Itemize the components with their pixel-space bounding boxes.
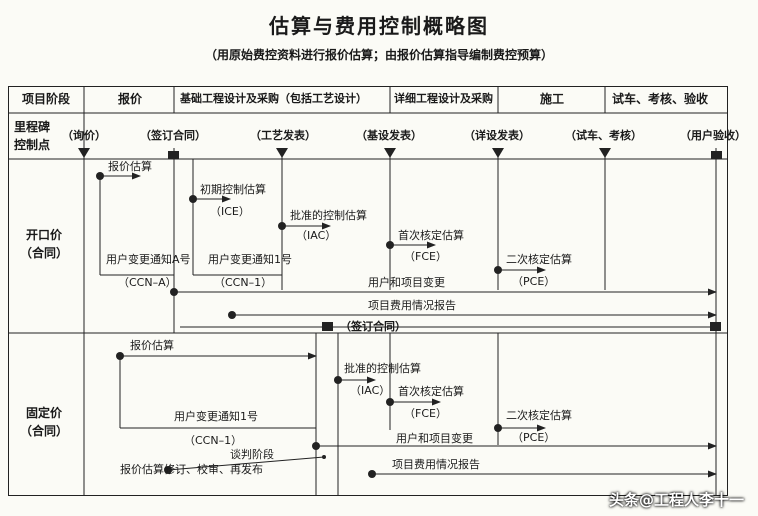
open-initial-estimate: 初期控制估算 (200, 183, 266, 196)
open-approved-estimate: 批准的控制估算 (290, 209, 367, 222)
fixed-second-verified: 二次核定估算 (506, 409, 572, 422)
open-price-label-line1: 开口价 (25, 228, 62, 242)
fixed-price-label: 固定价 （合同） (14, 404, 74, 440)
diagram-subtitle: （用原始费控资料进行报价估算；由报价估算指导编制费控预算） (204, 48, 553, 62)
phase-detail-design: 详细工程设计及采购 (394, 92, 493, 105)
watermark: 头条@工程人李十一 (608, 491, 744, 509)
fixed-bid-estimate: 报价估算 (130, 339, 174, 352)
open-pce: （PCE） (512, 275, 556, 288)
fixed-fce: （FCE） (404, 407, 447, 420)
fixed-first-verified: 首次核定估算 (398, 385, 464, 398)
phase-construction: 施工 (540, 92, 565, 106)
diagram-title: 估算与费用控制概略图 (269, 14, 489, 38)
fixed-price-label-line2: （合同） (19, 424, 68, 438)
open-ccn-a-notice: 用户变更通知A号 (106, 253, 191, 266)
diagram-frame (8, 86, 728, 496)
open-ccn-a: （CCN–A） (118, 276, 177, 289)
fixed-ccn-1: （CCN–1） (184, 434, 243, 447)
open-ice: （ICE） (210, 205, 250, 218)
fixed-user-project-change: 用户和项目变更 (396, 432, 473, 445)
phase-basic-design: 基础工程设计及采购（包括工艺设计） (180, 92, 367, 105)
open-iac: （IAC） (296, 229, 337, 242)
phase-header-label: 项目阶段 (22, 92, 71, 106)
milestone-inquiry: （询价） (62, 129, 106, 142)
open-first-verified: 首次核定估算 (398, 229, 464, 242)
open-ccn-1: （CCN–1） (214, 276, 273, 289)
open-second-verified: 二次核定估算 (506, 253, 572, 266)
open-price-label-line2: （合同） (19, 246, 68, 260)
open-fce: （FCE） (404, 250, 447, 263)
open-price-label: 开口价 （合同） (14, 226, 74, 262)
milestone-basic-release: （基设发表） (356, 129, 422, 142)
fixed-cost-report: 项目费用情况报告 (392, 458, 480, 471)
phase-commissioning: 试车、考核、验收 (612, 92, 709, 106)
sign-contract-label: （签订合同） (340, 320, 406, 333)
milestone-label-line1: 里程碑 (14, 120, 51, 134)
fixed-ccn-1-notice: 用户变更通知1号 (174, 410, 258, 423)
fixed-negotiation: 谈判阶段 (230, 448, 274, 461)
fixed-iac: （IAC） (350, 384, 391, 397)
fixed-bid-revision: 报价估算修订、校审、再发布 (120, 463, 263, 476)
milestone-detail-release: （详设发表） (464, 129, 530, 142)
fixed-price-label-line1: 固定价 (25, 406, 62, 420)
milestone-process-release: （工艺发表） (250, 129, 316, 142)
milestone-label-line2: 控制点 (14, 138, 51, 152)
open-ccn-1-notice: 用户变更通知1号 (208, 253, 292, 266)
open-cost-report: 项目费用情况报告 (368, 299, 456, 312)
milestone-commissioning: （试车、考核） (565, 129, 642, 142)
milestone-acceptance: （用户验收） (680, 129, 746, 142)
fixed-approved-estimate: 批准的控制估算 (344, 362, 421, 375)
open-bid-estimate: 报价估算 (108, 160, 152, 173)
fixed-pce: （PCE） (512, 431, 556, 444)
open-user-project-change: 用户和项目变更 (368, 276, 445, 289)
phase-bid: 报价 (118, 92, 143, 106)
milestone-sign-contract: （签订合同） (140, 129, 206, 142)
